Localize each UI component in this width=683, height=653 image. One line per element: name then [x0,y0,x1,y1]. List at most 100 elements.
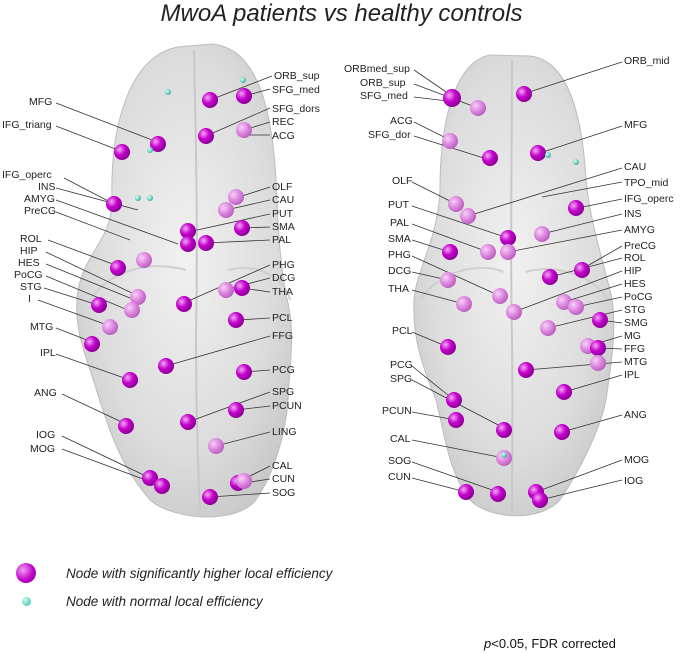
label-olf: OLF [272,181,292,193]
label-orbmed-sup: ORBmed_sup [344,63,410,75]
significant-node [448,196,464,212]
label-sfg-med: SFG_med [272,84,320,96]
significant-node [228,312,244,328]
significant-node [91,297,107,313]
figure-title: MwoA patients vs healthy controls [160,0,523,27]
significant-node [236,364,252,380]
label-orb-sup: ORB_sup [274,70,320,82]
brain-nodes [84,77,608,508]
label-spg: SPG [390,373,412,385]
label-pal: PAL [272,234,291,246]
significant-node [106,196,122,212]
significant-node [218,282,234,298]
significant-node [480,244,496,260]
label-smg: SMG [624,317,648,329]
normal-node [573,159,579,165]
label-hip: HIP [20,245,38,257]
normal-node [240,77,246,83]
significant-node [470,100,486,116]
label-pcun: PCUN [382,405,412,417]
label-mfg: MFG [29,96,52,108]
significant-node [180,223,196,239]
significant-node [202,489,218,505]
legend-significant: Node with significantly higher local eff… [16,563,332,583]
label-cun: CUN [388,471,411,483]
significant-node [458,484,474,500]
significant-node-symbol [16,563,36,583]
label-precg: PreCG [24,205,56,217]
legend-normal: Node with normal local efficiency [16,594,263,609]
significant-node [236,473,252,489]
label-ifg-operc: IFG_operc [624,193,674,205]
label-ffg: FFG [272,330,293,342]
left-temporal-fold [89,265,291,301]
label-mg: MG [624,330,641,342]
significant-node [592,312,608,328]
label-sfg-dors: SFG_dors [272,103,320,115]
label-cau: CAU [272,194,294,206]
significant-node [236,88,252,104]
significant-node [446,392,462,408]
label-cau: CAU [624,161,646,173]
label-amyg: AMYG [624,224,655,236]
label-stg: STG [624,304,646,316]
significant-node [84,336,100,352]
significant-node [496,422,512,438]
significant-node [516,86,532,102]
label-rol: ROL [624,252,646,264]
label-hes: HES [624,278,646,290]
label-pcun: PCUN [272,400,302,412]
label-mtg: MTG [30,321,53,333]
significant-node [114,144,130,160]
label-sfg-med: SFG_med [360,90,408,102]
label-ins: INS [38,181,56,193]
significant-node [198,128,214,144]
significant-node [158,358,174,374]
significant-node [102,319,118,335]
normal-node [147,147,153,153]
significant-node [130,289,146,305]
significant-node [442,133,458,149]
significant-node [506,304,522,320]
label-pal: PAL [390,217,409,229]
left-brain-outline [76,43,293,518]
significant-node [136,252,152,268]
label-sma: SMA [388,233,411,245]
label-rec: REC [272,116,295,128]
label-stg: STG [20,281,42,293]
label-cal: CAL [272,460,293,472]
label-pcl: PCL [392,325,413,337]
significant-node [482,150,498,166]
label-acg: ACG [390,115,413,127]
significant-node [208,438,224,454]
left-midline [193,49,201,511]
significant-node [556,294,572,310]
normal-node-symbol [22,597,31,606]
significance-text: <0.05, FDR corrected [491,636,616,651]
label-orb-mid: ORB_mid [624,55,670,67]
normal-node [165,89,171,95]
significant-node [492,288,508,304]
label-put: PUT [272,208,294,220]
significant-node [590,340,606,356]
legend-significant-label: Node with significantly higher local eff… [66,565,333,581]
label-acg: ACG [272,130,295,142]
label-rol: ROL [20,233,42,245]
significant-node [460,208,476,224]
label-spg: SPG [272,386,294,398]
label-iog: IOG [624,475,643,487]
significant-node [202,92,218,108]
significant-node [110,260,126,276]
significant-node [150,136,166,152]
label-pcg: PCG [272,364,295,376]
significant-node [440,339,456,355]
significance-note: p<0.05, FDR corrected [484,636,616,651]
label-ifg-triang: IFG_triang [2,119,52,131]
significant-node [574,262,590,278]
significant-node [198,235,214,251]
significant-node [122,372,138,388]
significant-node [500,244,516,260]
label-dcg: DCG [272,272,295,284]
label-ang: ANG [624,409,647,421]
